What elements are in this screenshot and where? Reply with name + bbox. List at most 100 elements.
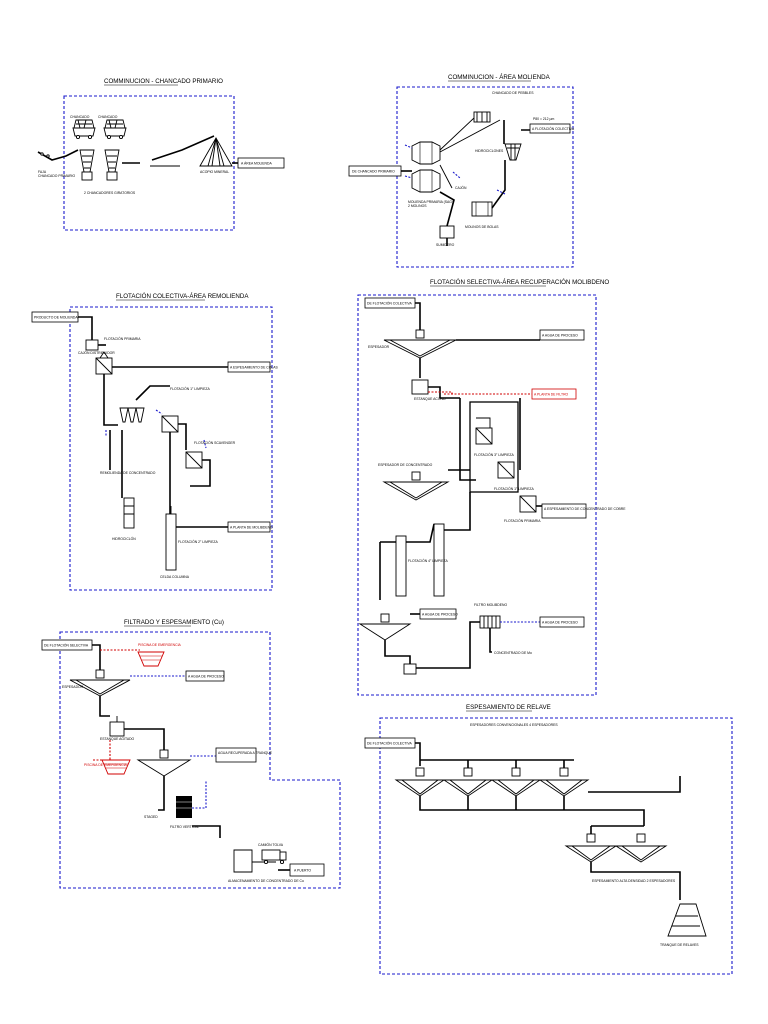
stockpile-icon (199, 137, 233, 167)
svg-text:DE FLOTACIÓN COLECTIVA: DE FLOTACIÓN COLECTIVA (367, 741, 412, 746)
svg-text:CAMIÓN TOLVA: CAMIÓN TOLVA (258, 842, 284, 847)
svg-text:PISCINA DE EMERGENCIA: PISCINA DE EMERGENCIA (138, 643, 182, 647)
svg-text:FLOTACIÓN PRIMARIA: FLOTACIÓN PRIMARIA (504, 518, 541, 523)
thickener-icon (136, 749, 192, 777)
svg-text:A ÁREA MOLIENDA: A ÁREA MOLIENDA (241, 162, 272, 166)
svg-text:A PUERTO: A PUERTO (294, 869, 311, 873)
section-filtrado: FILTRADO Y ESPESAMIENTO (Cu) DE FLOTACIÓ… (41, 619, 341, 889)
thickener-icon (614, 833, 668, 863)
label-box-espesamiento-cobre (541, 503, 587, 519)
svg-text:HIDROCICLONES: HIDROCICLONES (475, 149, 504, 153)
dump-truck-icon (261, 849, 287, 865)
svg-text:PRODUCTO DE MOLIENDA: PRODUCTO DE MOLIENDA (34, 316, 78, 320)
svg-text:DE FLOTACIÓN SELECTIVA: DE FLOTACIÓN SELECTIVA (44, 643, 89, 648)
flotation-cell-icon (185, 451, 203, 469)
tailings-dam-icon (667, 903, 707, 937)
section-title-relave: ESPESAMIENTO DE RELAVE (466, 704, 551, 711)
hydrocyclone-battery-icon (504, 143, 522, 161)
svg-text:AGUA RECUPERADA A TRANQUE: AGUA RECUPERADA A TRANQUE (218, 751, 273, 755)
svg-text:FILTRO MOLIBDENO: FILTRO MOLIBDENO (474, 603, 507, 607)
frame-flot-sel (357, 294, 597, 696)
label-box-agua-proceso-1 (539, 329, 585, 341)
label-box-agua-proceso-filtrado (185, 670, 225, 682)
storage-tank-icon (403, 663, 417, 675)
label-box-a-area-molienda (237, 157, 285, 169)
svg-text:DE FLOTACIÓN COLECTIVA: DE FLOTACIÓN COLECTIVA (367, 301, 412, 306)
section-title-molienda: COMMINUCION - ÁREA MOLIENDA (448, 74, 551, 81)
svg-text:A FLOTACIÓN COLECTIVA: A FLOTACIÓN COLECTIVA (532, 126, 575, 131)
thickener-icon (490, 767, 542, 797)
column-cell-icon (165, 506, 177, 571)
thickener-icon (394, 767, 446, 797)
column-cell-icon (395, 535, 407, 597)
concentrate-storage-icon (233, 849, 253, 873)
label-box-a-espesamiento (227, 361, 271, 373)
label-box-a-puerto (289, 863, 325, 877)
sag-mill-icon (411, 169, 441, 193)
filter-press-icon (479, 615, 501, 629)
svg-text:CHANCADO PRIMARIO: CHANCADO PRIMARIO (38, 174, 75, 178)
svg-text:ESPESADOR: ESPESADOR (368, 345, 390, 349)
svg-text:A AGUA DE PROCESO: A AGUA DE PROCESO (542, 334, 578, 338)
section-title-chancado: COMMINUCION - CHANCADO PRIMARIO (104, 78, 223, 85)
thickener-icon (442, 767, 494, 797)
svg-text:SUMIDERO: SUMIDERO (436, 243, 455, 247)
flotation-cell-icon (497, 461, 515, 479)
frame-molienda (396, 86, 574, 268)
label-box-a-planta-molibdeno (227, 521, 271, 533)
section-relave: ESPESAMIENTO DE RELAVE DE FLOTACIÓN COLE… (364, 704, 733, 975)
label-box-a-flotacion (529, 123, 571, 134)
section-title-filtrado: FILTRADO Y ESPESAMIENTO (Cu) (124, 619, 224, 626)
label-box-agua-recuperada (215, 747, 257, 763)
vertical-mill-icon (123, 497, 135, 529)
svg-text:FILTRO VERTICAL: FILTRO VERTICAL (170, 825, 199, 829)
truck-icon (72, 119, 96, 140)
svg-text:FLOTACIÓN PRIMARIA: FLOTACIÓN PRIMARIA (104, 336, 141, 341)
svg-text:FLOTACIÓN 2° LIMPIEZA: FLOTACIÓN 2° LIMPIEZA (178, 539, 218, 544)
flotation-cell-icon (519, 495, 537, 513)
emergency-pond-icon (137, 651, 165, 667)
thickener-icon (382, 471, 450, 501)
label-box-agua-proceso-2 (419, 608, 457, 620)
svg-text:ESPESAMIENTO ALTA DENSIDAD 2 E: ESPESAMIENTO ALTA DENSIDAD 2 ESPESADORES (592, 879, 676, 883)
svg-text:CHANCADO: CHANCADO (98, 115, 118, 119)
flotation-cell-icon (161, 415, 179, 433)
thickener-icon (538, 767, 590, 797)
svg-text:CHANCADO DE PEBBLES: CHANCADO DE PEBBLES (492, 91, 534, 95)
svg-text:MOLIENDA PRIMARIA (SAG): MOLIENDA PRIMARIA (SAG) (408, 200, 453, 204)
section-title-flot-col: FLOTACIÓN COLECTIVA-ÁREA REMOLIENDA (116, 293, 249, 300)
ball-mill-icon (471, 201, 493, 217)
svg-text:A ESPESAMIENTO DE COLAS: A ESPESAMIENTO DE COLAS (230, 366, 279, 370)
gyratory-crusher-icon (104, 149, 120, 181)
thickener-icon (358, 613, 412, 641)
truck-icon (103, 119, 127, 140)
svg-text:ESPESADOR: ESPESADOR (62, 685, 84, 689)
svg-text:A ESPESAMIENTO DE CONCENTRADO: A ESPESAMIENTO DE CONCENTRADO DE COBRE (544, 507, 626, 511)
svg-text:2 CHANCADORES GIRATORIOS: 2 CHANCADORES GIRATORIOS (84, 191, 136, 195)
svg-text:FLOTACIÓN 1° LIMPIEZA: FLOTACIÓN 1° LIMPIEZA (170, 386, 210, 391)
distributor-icon (85, 339, 99, 351)
frame-filtrado (59, 631, 341, 889)
label-box-agua-proceso-3 (539, 616, 585, 628)
thickener-icon (383, 329, 457, 359)
svg-text:A PLANTA DE MOLIBDENO: A PLANTA DE MOLIBDENO (230, 526, 273, 530)
svg-text:STAGED: STAGED (144, 815, 158, 819)
gyratory-crusher-icon (79, 149, 95, 181)
section-flotacion-colectiva: FLOTACIÓN COLECTIVA-ÁREA REMOLIENDA PROD… (31, 293, 279, 591)
sump-icon (439, 225, 455, 239)
svg-text:REMOLIENDA DE CONCENTRADO: REMOLIENDA DE CONCENTRADO (100, 471, 156, 475)
svg-text:A AGUA DE PROCESO: A AGUA DE PROCESO (188, 675, 224, 679)
thickener-icon (69, 669, 131, 697)
agitated-tank-icon (109, 721, 125, 737)
hydrocyclone-icon (119, 407, 145, 423)
svg-text:ESPESADOR DE CONCENTRADO: ESPESADOR DE CONCENTRADO (378, 463, 433, 467)
svg-text:A AGUA DE PROCESO: A AGUA DE PROCESO (542, 621, 578, 625)
section-chancado: COMMINUCION - CHANCADO PRIMARIO (37, 78, 285, 231)
section-title-flot-sel: FLOTACIÓN SELECTIVA-ÁREA RECUPERACIÓN MO… (430, 279, 609, 286)
svg-text:A AGUA DE PROCESO: A AGUA DE PROCESO (422, 613, 458, 617)
svg-text:ESTANQUE ACOND.: ESTANQUE ACOND. (414, 397, 446, 401)
vertical-filter-icon (176, 796, 192, 818)
column-cell-icon (433, 523, 445, 597)
svg-text:A PLANTA DE FILTRO: A PLANTA DE FILTRO (534, 393, 569, 397)
